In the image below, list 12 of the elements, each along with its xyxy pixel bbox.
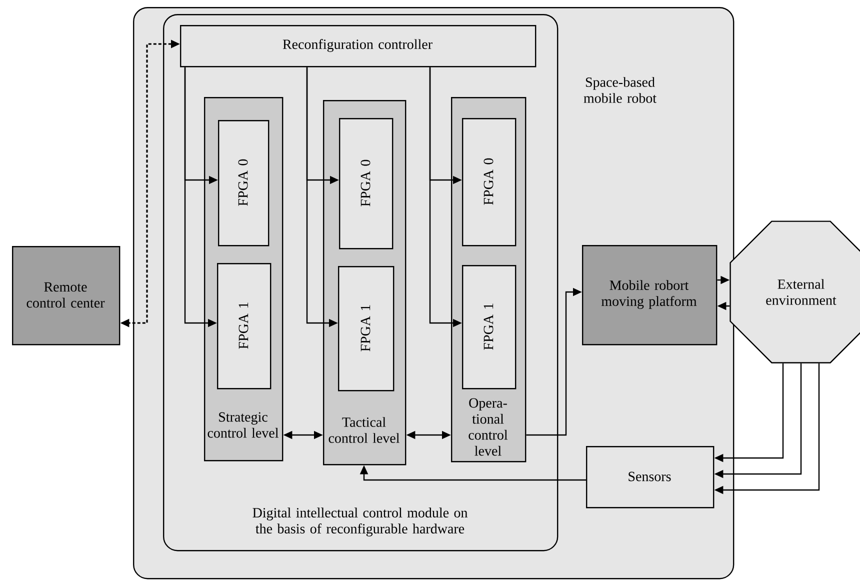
process-box: Mobile robort moving platform (582, 245, 718, 346)
node-label: External environment (766, 279, 836, 305)
process-box: Sensors (586, 446, 714, 508)
fpga-box: FPGA 0 (218, 120, 270, 246)
fpga-box: FPGA 0 (339, 118, 394, 250)
fpga-box: FPGA 0 (462, 118, 516, 246)
fpga-box: FPGA 1 (217, 263, 272, 390)
octagon-node: External environment (730, 220, 860, 364)
fpga-box: FPGA 1 (338, 266, 394, 392)
fpga-box: FPGA 1 (462, 265, 516, 390)
controller-box: Reconfiguration controller (180, 25, 536, 68)
process-box: Remote control center (12, 246, 120, 346)
